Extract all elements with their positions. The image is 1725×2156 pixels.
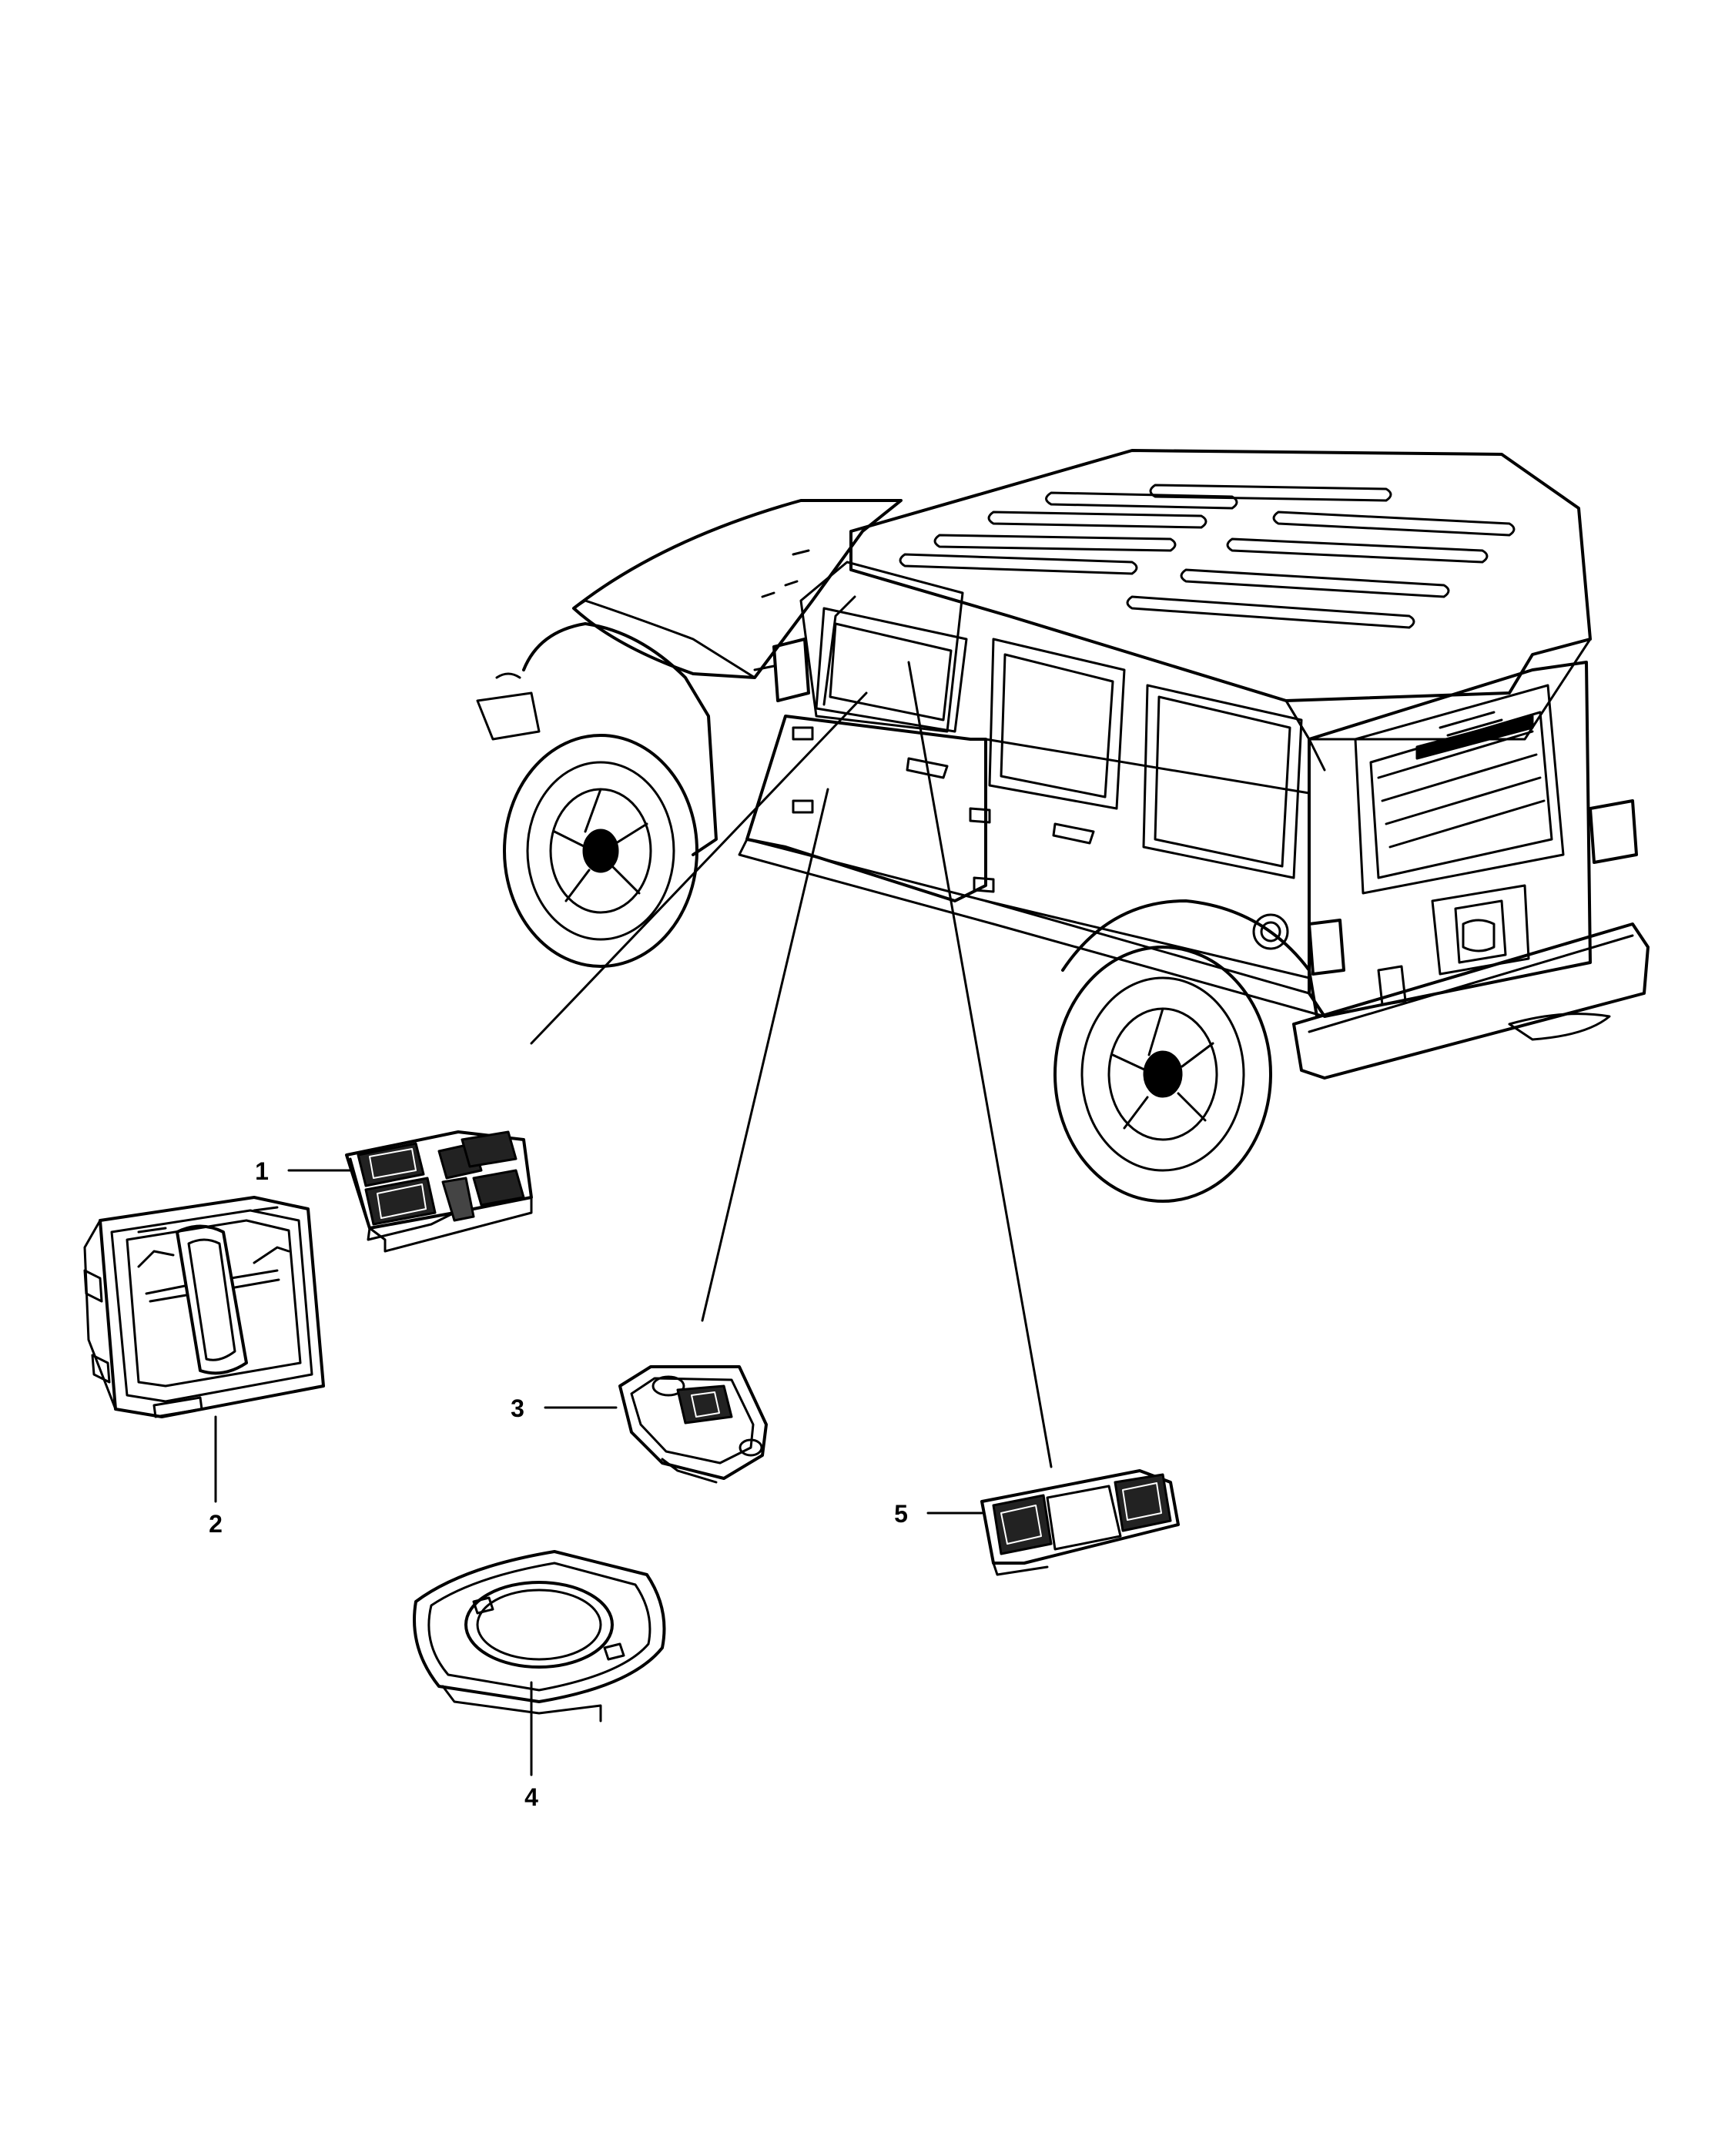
part-3-door-switch (618, 1365, 768, 1484)
part-1-window-switch-bank (345, 1130, 533, 1253)
callout-4: 4 (524, 1783, 538, 1811)
part-2-console-switch-bezel (83, 1196, 325, 1418)
callout-5: 5 (894, 1500, 908, 1528)
callout-2: 2 (209, 1510, 223, 1538)
part-4-trim-bezel (413, 1550, 666, 1722)
callout-3: 3 (511, 1394, 524, 1422)
part-5-rear-switch (980, 1469, 1180, 1576)
rear-wheel (1053, 946, 1272, 1203)
callout-1: 1 (255, 1157, 269, 1185)
vehicle-illustration (476, 449, 1650, 1203)
callout-labels: 1 2 3 4 5 (209, 1157, 908, 1811)
front-wheel (503, 734, 698, 968)
leader-lines (214, 661, 1053, 1776)
